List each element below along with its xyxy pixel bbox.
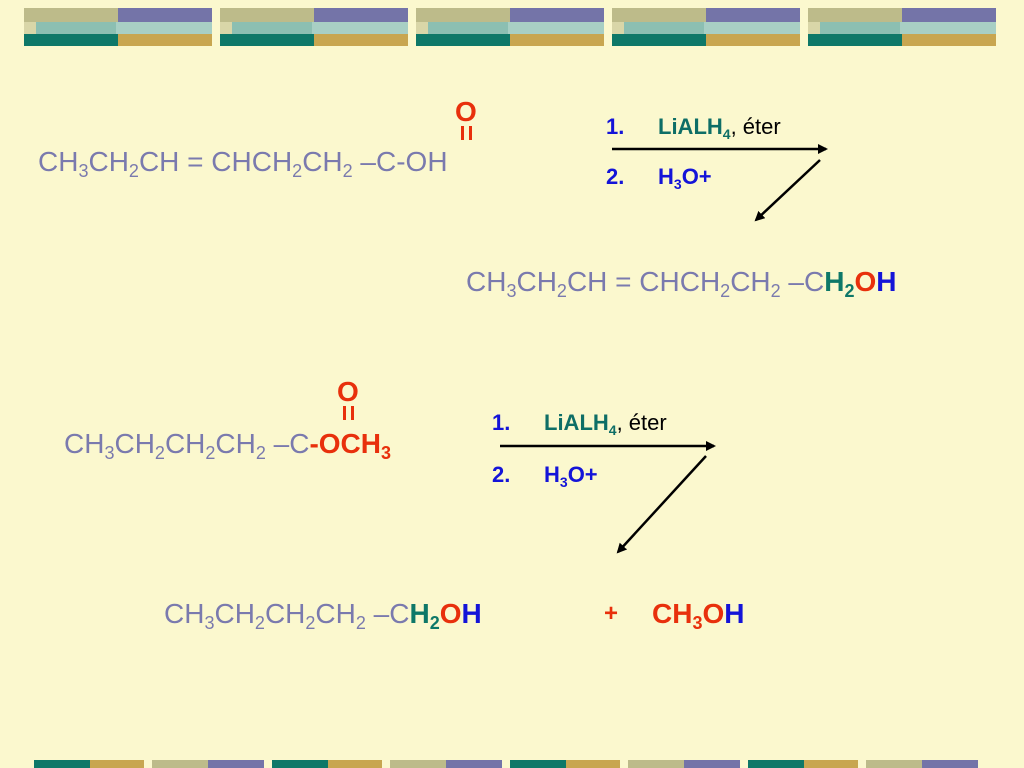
- reaction1-step1: 1. LiALH4, éter: [606, 114, 781, 142]
- methanol-formula: CH3OH: [652, 598, 745, 633]
- reaction2-double-bond-right: [351, 406, 354, 420]
- reaction2-reactant-formula: CH3CH2CH2CH2 –C-OCH3: [64, 428, 392, 463]
- bottom-decorative-banner: [34, 760, 978, 768]
- reaction1-product-formula: CH3CH2CH = CHCH2CH2 –CH2OH: [466, 266, 897, 301]
- reaction2-double-bond-left: [343, 406, 346, 420]
- reaction1-double-bond-left: [461, 126, 464, 140]
- reaction2-product-formula: CH3CH2CH2CH2 –CH2OH: [164, 598, 482, 633]
- reaction2-carbonyl-oxygen: O: [337, 376, 359, 407]
- reaction1-carbonyl-oxygen: O: [455, 96, 477, 127]
- top-decorative-banner: [24, 8, 996, 46]
- reaction2-step2: 2. H3O+: [492, 462, 598, 490]
- plus-sign: +: [604, 600, 619, 627]
- reaction2-diagonal-arrow: [616, 455, 707, 554]
- reaction1-step2: 2. H3O+: [606, 164, 712, 192]
- reaction2-step1: 1. LiALH4, éter: [492, 410, 667, 438]
- reaction1-double-bond-right: [469, 126, 472, 140]
- reaction1-reactant-formula: CH3CH2CH = CHCH2CH2 –C-OH: [38, 146, 448, 181]
- reaction1-diagonal-arrow: [754, 159, 821, 222]
